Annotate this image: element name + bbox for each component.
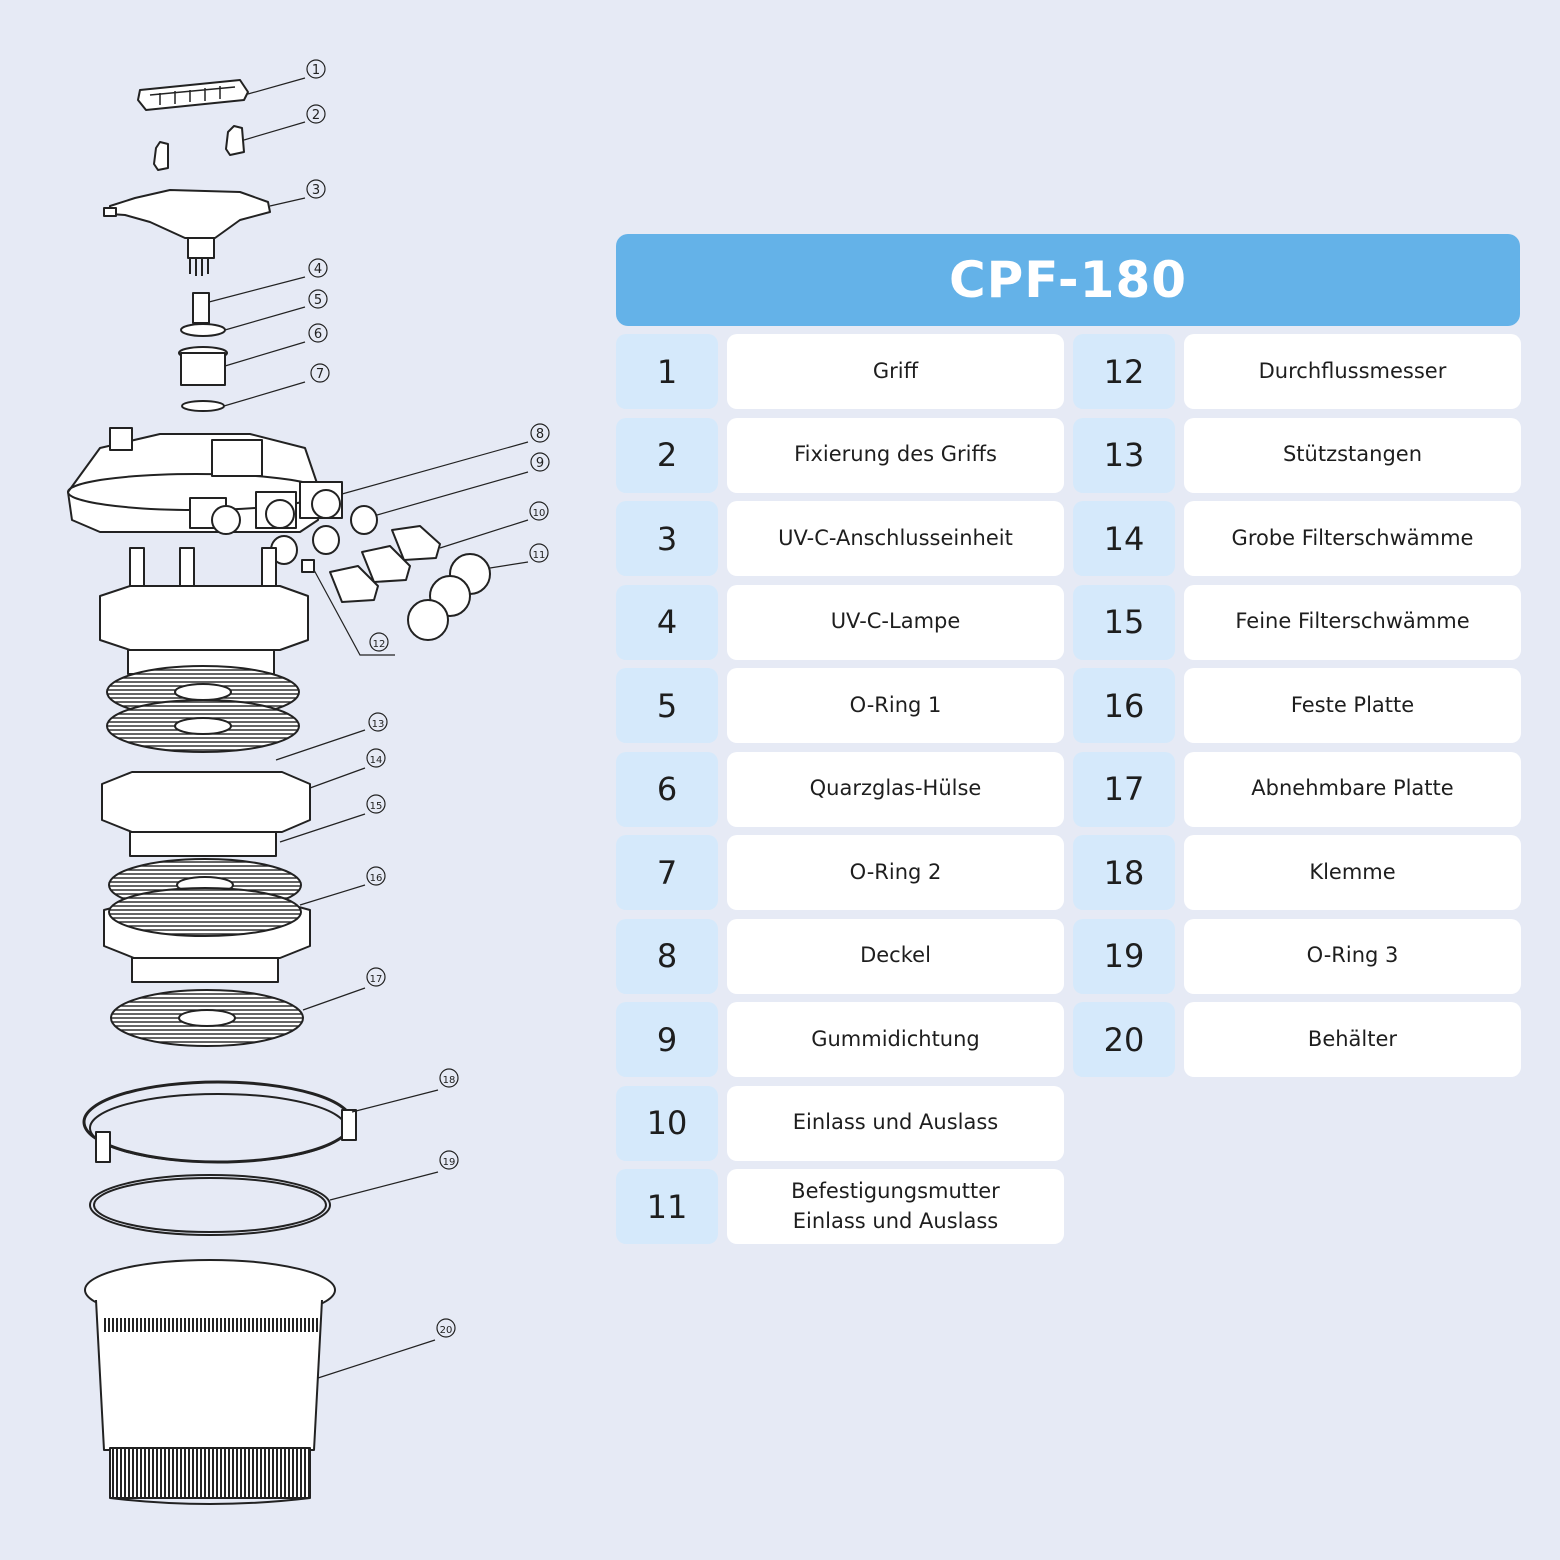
handle-clip-right [225, 125, 245, 156]
part-number: 18 [1073, 835, 1175, 910]
callout-11: 11 [533, 550, 546, 561]
inlet-outlet [391, 525, 441, 561]
part-number: 7 [616, 835, 718, 910]
uv-connector-unit [109, 189, 271, 239]
part-name: Befestigungsmutter Einlass und Auslass [727, 1169, 1064, 1244]
part-name: UV-C-Lampe [727, 584, 1064, 660]
part-name: O-Ring 1 [727, 668, 1064, 743]
callout-17: 17 [370, 974, 383, 985]
callout-1: 1 [312, 63, 320, 78]
part-name: Deckel [727, 918, 1064, 994]
part-number: 5 [616, 668, 718, 743]
part-number: 2 [616, 417, 718, 493]
part-name: Griff [727, 334, 1064, 409]
part-number: 9 [616, 1002, 718, 1077]
part-number: 3 [616, 501, 718, 576]
callout-18: 18 [443, 1075, 456, 1086]
part-name: Fixierung des Griffs [727, 417, 1064, 493]
callout-6: 6 [314, 327, 322, 342]
callout-2: 2 [312, 108, 320, 123]
part-number: 19 [1073, 918, 1175, 994]
uv-lamp [192, 292, 210, 324]
part-name: UV-C-Anschlusseinheit [727, 501, 1064, 576]
part-number: 14 [1073, 501, 1175, 576]
exploded-diagram: 1 2 3 4 5 6 7 8 9 10 11 12 13 14 15 16 1… [67, 59, 550, 1505]
part-name: O-Ring 2 [727, 835, 1064, 910]
quartz-sleeve [180, 352, 226, 386]
part-name: Feste Platte [1184, 668, 1521, 743]
handle-clip-left [153, 141, 169, 171]
part-name: Stützstangen [1184, 417, 1521, 493]
callout-19: 19 [443, 1157, 456, 1168]
rubber-seal [350, 505, 378, 535]
part-name: Behälter [1184, 1002, 1521, 1077]
part-number: 8 [616, 918, 718, 994]
support-block-upper [99, 585, 309, 651]
part-number: 15 [1073, 584, 1175, 660]
callout-10: 10 [533, 508, 546, 519]
part-name: Klemme [1184, 835, 1521, 910]
callout-14: 14 [370, 755, 383, 766]
part-name: Durchflussmesser [1184, 334, 1521, 409]
callout-9: 9 [536, 456, 544, 471]
callout-5: 5 [314, 293, 322, 308]
callout-15: 15 [370, 801, 383, 812]
o-ring-3 [89, 1174, 331, 1236]
support-block-lower [101, 771, 311, 833]
callout-20: 20 [440, 1325, 453, 1336]
part-number: 16 [1073, 668, 1175, 743]
part-number: 17 [1073, 751, 1175, 827]
callout-12: 12 [373, 639, 386, 650]
o-ring-1 [180, 323, 226, 337]
part-number: 20 [1073, 1002, 1175, 1077]
part-number: 13 [1073, 417, 1175, 493]
callout-8: 8 [536, 427, 544, 442]
part-name: Gummidichtung [727, 1002, 1064, 1077]
callout-7: 7 [316, 367, 324, 382]
part-name: Abnehmbare Platte [1184, 751, 1521, 827]
part-name: O-Ring 3 [1184, 918, 1521, 994]
part-number: 11 [616, 1169, 718, 1244]
part-number: 10 [616, 1085, 718, 1161]
part-number: 1 [616, 334, 718, 409]
callout-3: 3 [312, 183, 320, 198]
callout-16: 16 [370, 873, 383, 884]
model-title: CPF-180 [616, 234, 1520, 326]
callout-13: 13 [372, 719, 385, 730]
o-ring-2 [181, 400, 225, 412]
flow-meter [301, 559, 315, 573]
callout-4: 4 [314, 262, 322, 277]
part-name: Quarzglas-Hülse [727, 751, 1064, 827]
part-number: 12 [1073, 334, 1175, 409]
part-name: Grobe Filterschwämme [1184, 501, 1521, 576]
part-number: 6 [616, 751, 718, 827]
part-name: Einlass und Auslass [727, 1085, 1064, 1161]
part-name: Feine Filterschwämme [1184, 584, 1521, 660]
part-number: 4 [616, 584, 718, 660]
